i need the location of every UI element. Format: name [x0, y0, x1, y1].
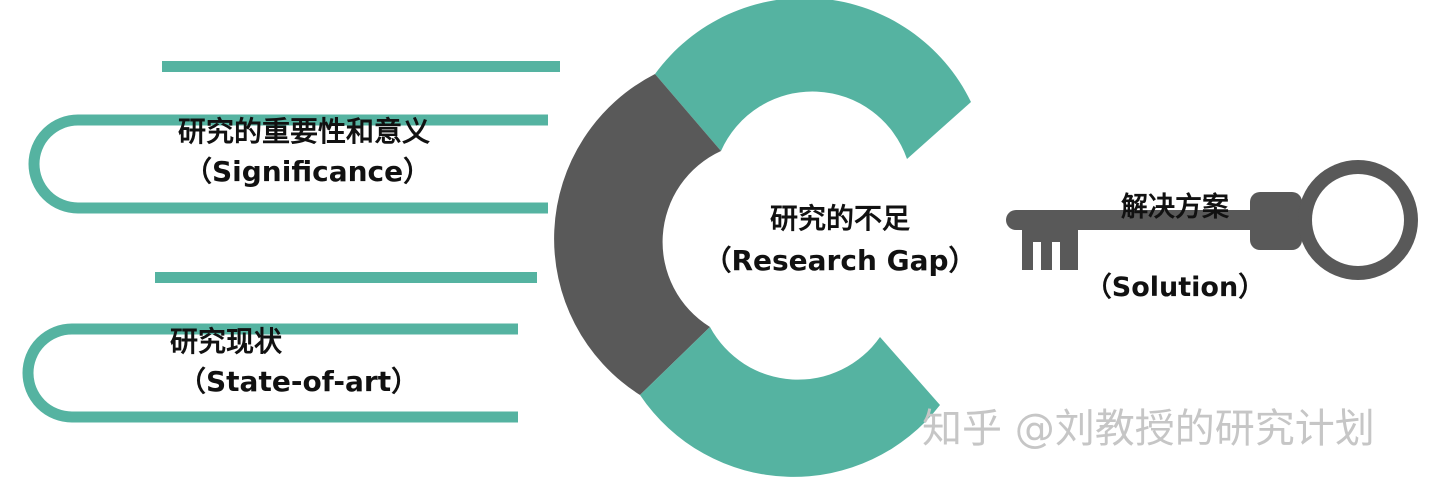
significance-title: 研究的重要性和意义: [178, 115, 431, 148]
significance-top-bar: [162, 61, 560, 72]
ring-left-segment: [554, 74, 721, 395]
solution-label: 解决方案 （Solution）: [1070, 168, 1280, 328]
watermark: 知乎 @刘教授的研究计划: [922, 406, 1375, 452]
key-bit-notch-2: [1052, 242, 1060, 270]
state-of-art-label: 研究现状 （State-of-art）: [170, 322, 419, 402]
c-ring-icon: [554, 0, 971, 477]
significance-subtitle: （Significance）: [184, 155, 432, 188]
solution-title: 解决方案: [1121, 192, 1229, 223]
significance-label: 研究的重要性和意义 （Significance）: [178, 112, 431, 192]
key-icon: [1006, 160, 1418, 280]
ring-top-segment: [655, 0, 971, 159]
key-shaft: [1006, 210, 1262, 230]
solution-subtitle: （Solution）: [1084, 272, 1266, 303]
key-collar: [1250, 192, 1302, 250]
state-of-art-subtitle: （State-of-art）: [178, 365, 420, 398]
research-gap-label: 研究的不足 （Research Gap）: [690, 198, 990, 282]
state-of-art-bracket: [22, 323, 518, 423]
research-gap-title: 研究的不足: [769, 202, 910, 235]
ring-bottom-segment: [640, 327, 940, 477]
state-of-art-title: 研究现状: [170, 325, 283, 358]
key-bit: [1022, 228, 1078, 270]
key-bow-hole: [1312, 174, 1404, 266]
significance-bracket-icon: [28, 61, 560, 214]
significance-bracket: [28, 114, 548, 214]
research-gap-subtitle: （Research Gap）: [703, 244, 977, 277]
key-bit-notch-1: [1033, 242, 1041, 270]
state-of-art-top-bar: [155, 272, 537, 283]
state-of-art-bracket-icon: [22, 272, 537, 423]
